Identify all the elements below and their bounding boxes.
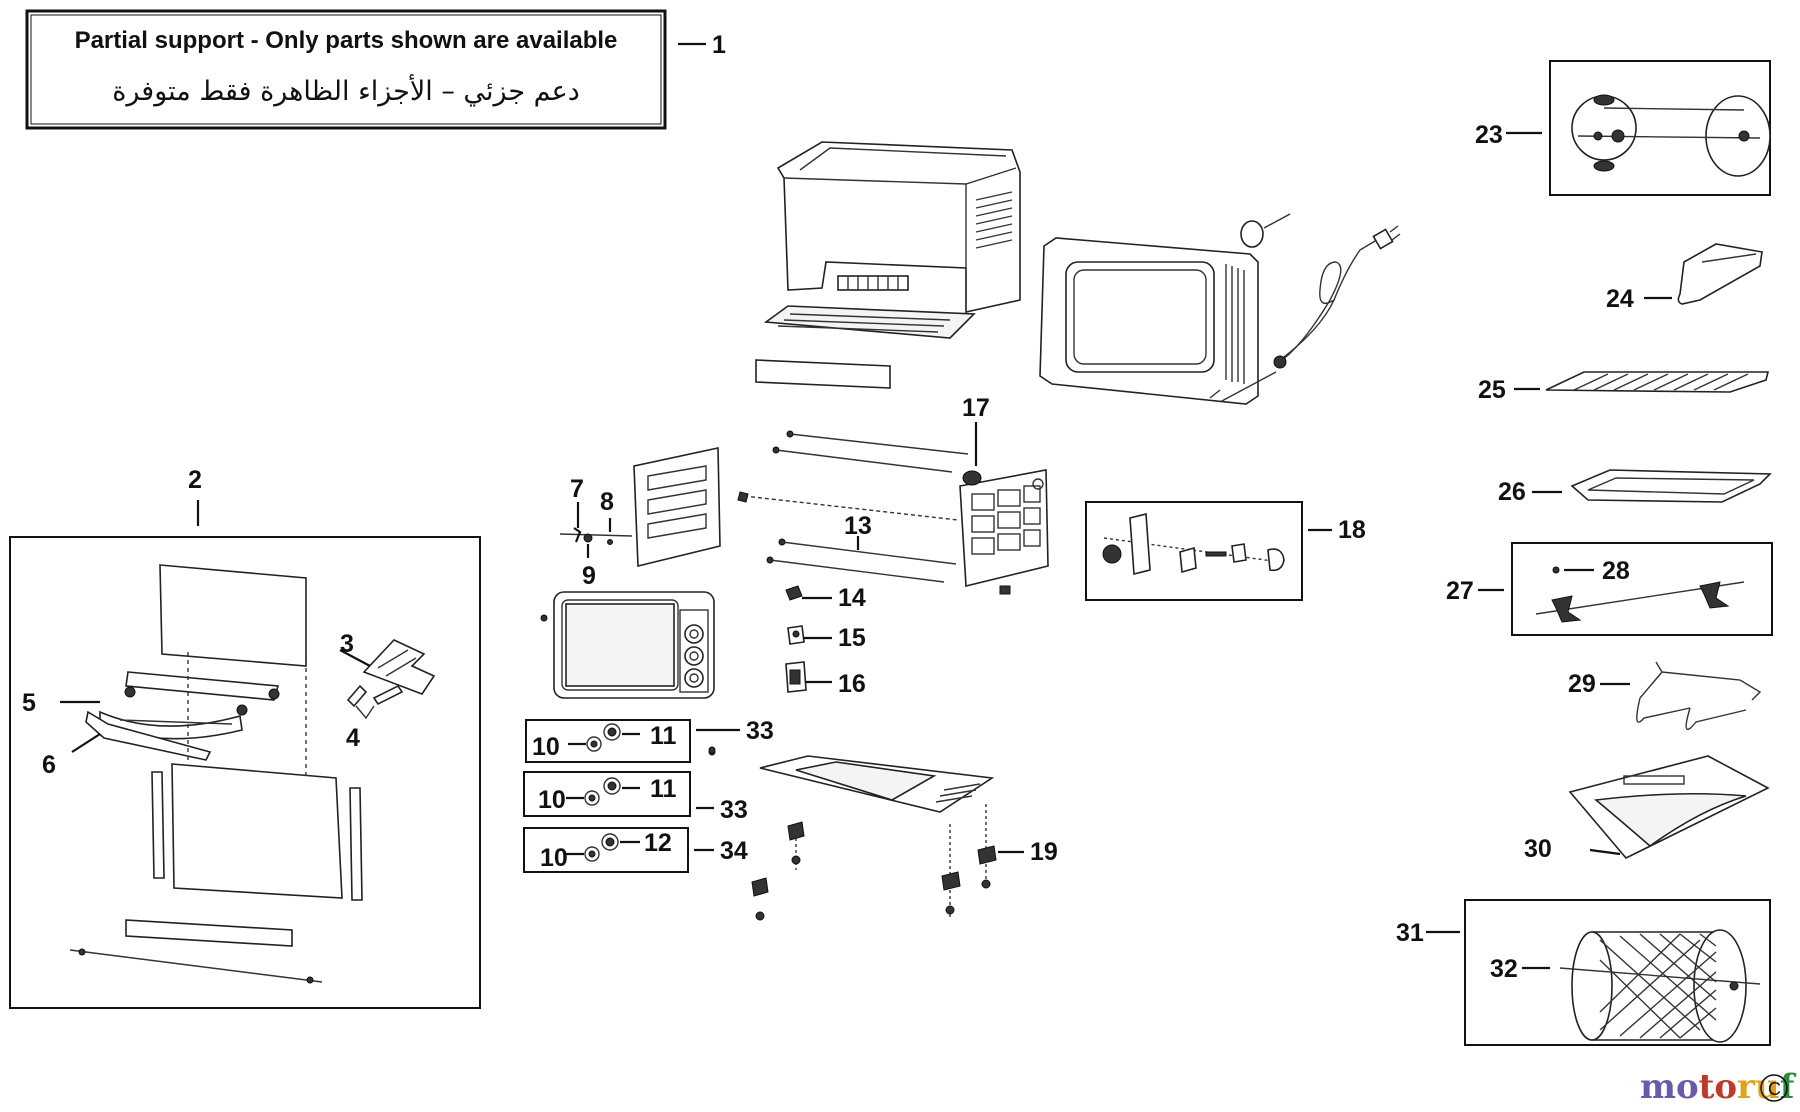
label-33-b: 33 bbox=[720, 796, 748, 824]
rotisserie-spit-box bbox=[1478, 542, 1773, 636]
label-27: 27 bbox=[1446, 577, 1474, 605]
knob-box-2 bbox=[523, 771, 714, 817]
drip-pan bbox=[1568, 755, 1770, 859]
label-30: 30 bbox=[1524, 835, 1552, 863]
part-number-labels: 2 3 4 5 6 7 8 9 10 10 10 11 11 12 13 14 … bbox=[22, 121, 1634, 983]
label-9: 9 bbox=[582, 562, 596, 590]
base-tray bbox=[751, 755, 997, 921]
label-24: 24 bbox=[1606, 285, 1634, 313]
label-13: 13 bbox=[844, 512, 872, 540]
label-12: 12 bbox=[644, 829, 672, 857]
side-panel-left bbox=[559, 447, 721, 568]
label-10-b: 10 bbox=[538, 786, 566, 814]
switch-parts bbox=[785, 585, 807, 693]
label-7: 7 bbox=[570, 475, 584, 503]
label-14: 14 bbox=[838, 584, 866, 612]
oven-housing-group bbox=[755, 141, 1021, 389]
oven-door bbox=[540, 591, 716, 756]
knob-box-3 bbox=[523, 827, 714, 873]
label-3: 3 bbox=[340, 630, 354, 658]
label-29: 29 bbox=[1568, 670, 1596, 698]
knob-box-1 bbox=[525, 719, 740, 763]
label-10-c: 10 bbox=[540, 844, 568, 872]
leader-lines bbox=[576, 422, 1024, 854]
label-26: 26 bbox=[1498, 478, 1526, 506]
notice-english: Partial support - Only parts shown are a… bbox=[75, 27, 618, 54]
door-assembly-box bbox=[9, 500, 481, 1009]
label-4: 4 bbox=[346, 724, 360, 752]
label-33-a: 33 bbox=[746, 717, 774, 745]
notice-arabic: دعم جزئي – الأجزاء الظاهرة فقط متوفرة bbox=[112, 73, 579, 107]
baking-tray bbox=[1532, 469, 1772, 503]
label-1: 1 bbox=[712, 31, 726, 59]
svg-text:C: C bbox=[1768, 1079, 1781, 1099]
wire-handle bbox=[1600, 661, 1762, 731]
watermark-logo: motoruf C bbox=[1640, 1067, 1797, 1107]
label-18: 18 bbox=[1338, 516, 1366, 544]
label-32: 32 bbox=[1490, 955, 1518, 983]
label-11-b: 11 bbox=[650, 775, 677, 803]
inner-cavity-group bbox=[1039, 213, 1401, 405]
switch-assembly-box bbox=[1085, 501, 1332, 601]
rotisserie-basket-box bbox=[1426, 899, 1771, 1046]
label-19: 19 bbox=[1030, 838, 1058, 866]
label-31: 31 bbox=[1396, 919, 1424, 947]
rods-group bbox=[737, 430, 969, 583]
label-25: 25 bbox=[1478, 376, 1506, 404]
partial-support-notice: Partial support - Only parts shown are a… bbox=[25, 9, 726, 130]
label-5: 5 bbox=[22, 689, 36, 717]
label-15: 15 bbox=[838, 624, 866, 652]
rotisserie-frame bbox=[1506, 60, 1771, 196]
label-6: 6 bbox=[42, 751, 56, 779]
label-28: 28 bbox=[1602, 557, 1630, 585]
label-8: 8 bbox=[600, 488, 614, 516]
label-10-a: 10 bbox=[532, 733, 560, 761]
label-11-a: 11 bbox=[650, 722, 677, 750]
label-23: 23 bbox=[1475, 121, 1503, 149]
lifting-tool bbox=[1644, 243, 1763, 305]
control-panel-right bbox=[959, 469, 1049, 595]
label-17: 17 bbox=[962, 394, 990, 422]
wire-rack bbox=[1514, 371, 1770, 393]
label-34: 34 bbox=[720, 837, 748, 865]
label-16: 16 bbox=[838, 670, 866, 698]
label-2: 2 bbox=[188, 466, 202, 494]
